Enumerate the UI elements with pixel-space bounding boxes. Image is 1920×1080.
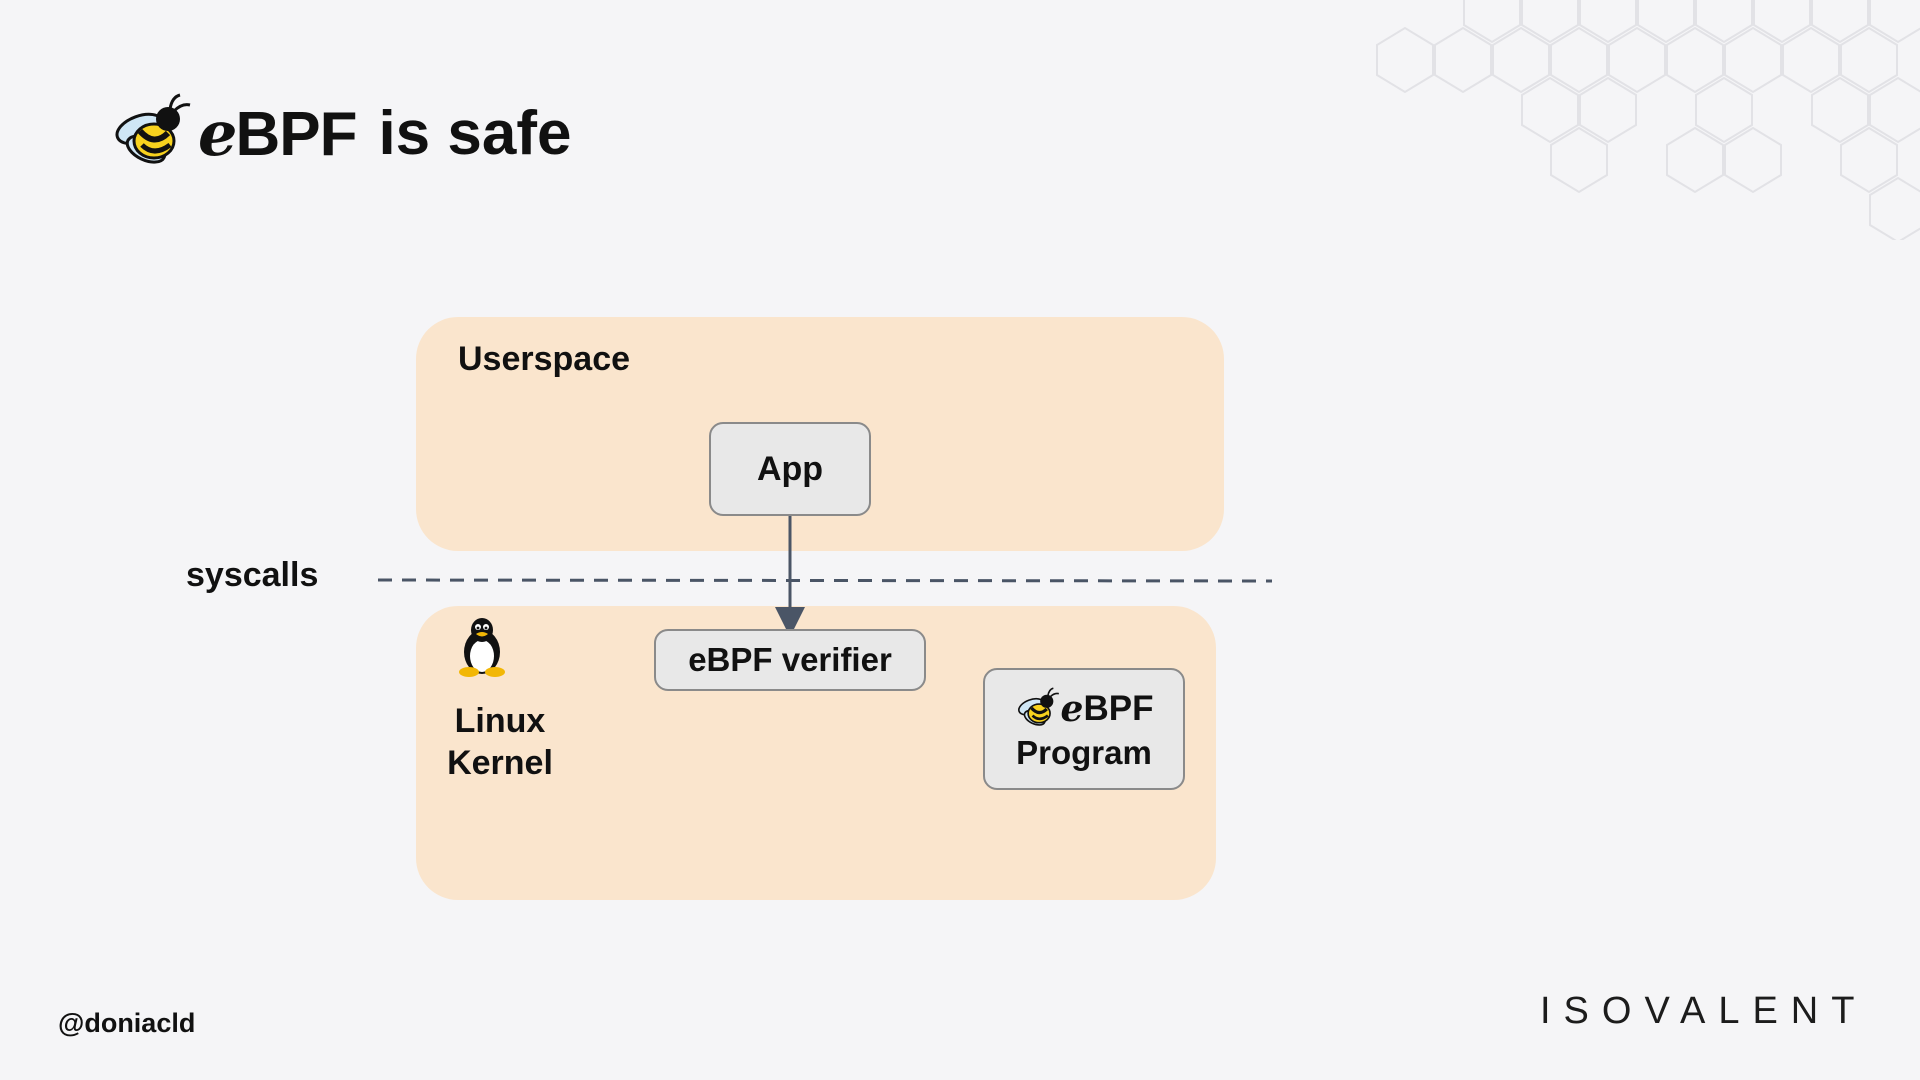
title-rest: is safe (378, 98, 572, 168)
ebpf-verifier-box: eBPF verifier (654, 629, 926, 691)
syscalls-boundary-line (377, 578, 1273, 583)
tux-penguin-icon (459, 618, 505, 677)
program-logo-e: e (1060, 688, 1084, 730)
isovalent-logo: ISOVALENT (1540, 990, 1868, 1032)
kernel-label-line2: Kernel (447, 744, 553, 782)
program-logo-bpf: BPF (1083, 689, 1154, 728)
linux-kernel-label: Linux Kernel (440, 700, 560, 784)
ebpf-bee-icon (1017, 687, 1059, 726)
ebpf-logo-e: e (198, 96, 237, 170)
ebpf-bee-icon (115, 93, 191, 164)
hexagon-pattern (1376, 0, 1920, 240)
author-handle: @doniacld (58, 1008, 196, 1038)
kernel-label-line1: Linux (454, 702, 546, 740)
program-label: Program (1016, 734, 1152, 771)
userspace-label: Userspace (458, 340, 631, 378)
syscalls-label: syscalls (186, 556, 319, 594)
app-box: App (709, 422, 871, 516)
ebpf-logo-bpf: BPF (235, 99, 357, 169)
